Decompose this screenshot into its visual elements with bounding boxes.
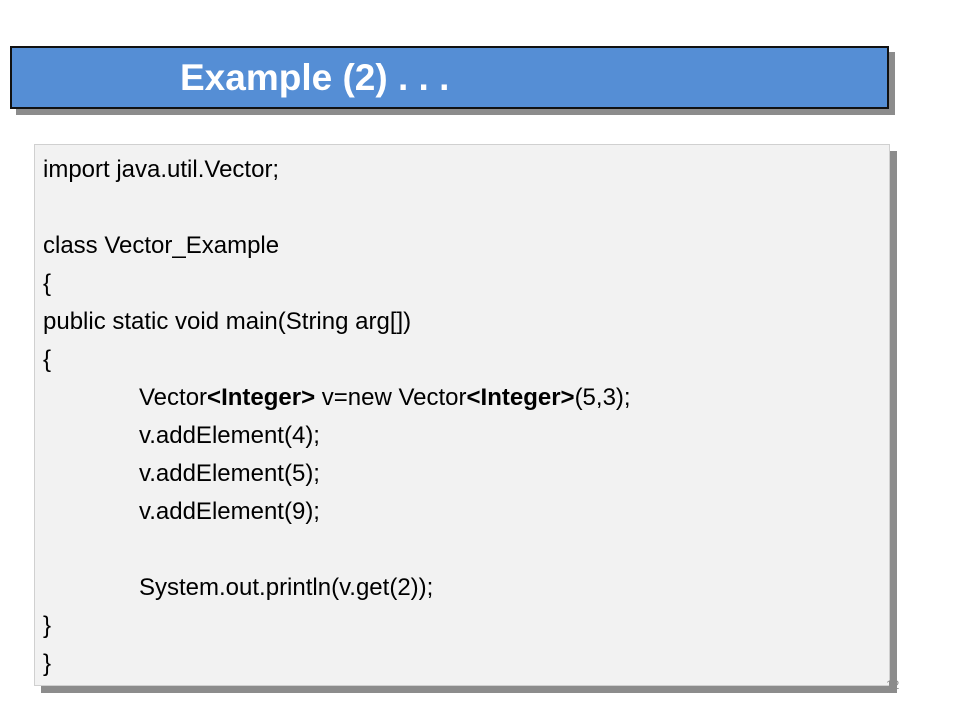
code-line-import: import java.util.Vector; [43, 156, 280, 183]
code-line-method-open-brace: { [43, 346, 52, 373]
code-token-generic-type: <Integer> [207, 384, 316, 411]
slide-title: Example (2) . . . [180, 57, 450, 98]
code-line-blank [43, 189, 879, 227]
code-line-vector-declaration: Vector<Integer> v=new Vector<Integer>(5,… [43, 379, 879, 417]
code-token-constructor-args: (5,3); [574, 384, 631, 411]
code-line-class-close-brace: } [43, 650, 52, 677]
code-line-main-method: public static void main(String arg[]) [43, 308, 412, 335]
code-line-class-declaration: class Vector_Example [43, 232, 280, 259]
code-line-class-open-brace: { [43, 270, 52, 297]
code-listing: import java.util.Vector; class Vector_Ex… [43, 151, 879, 683]
code-token-generic-type: <Integer> [466, 384, 575, 411]
code-line-add-element: v.addElement(4); [139, 422, 320, 449]
slide-number: 12 [886, 678, 900, 692]
code-box: import java.util.Vector; class Vector_Ex… [34, 144, 890, 686]
code-line-method-close-brace: } [43, 612, 52, 639]
code-line-println: System.out.println(v.get(2)); [139, 574, 434, 601]
code-line-add-element: v.addElement(9); [139, 498, 320, 525]
code-token-vector: Vector [139, 384, 208, 411]
code-line-blank [43, 531, 879, 569]
title-bar: Example (2) . . . [10, 46, 889, 109]
code-line-add-element: v.addElement(5); [139, 460, 320, 487]
code-token-new-vector: v=new Vector [315, 384, 467, 411]
